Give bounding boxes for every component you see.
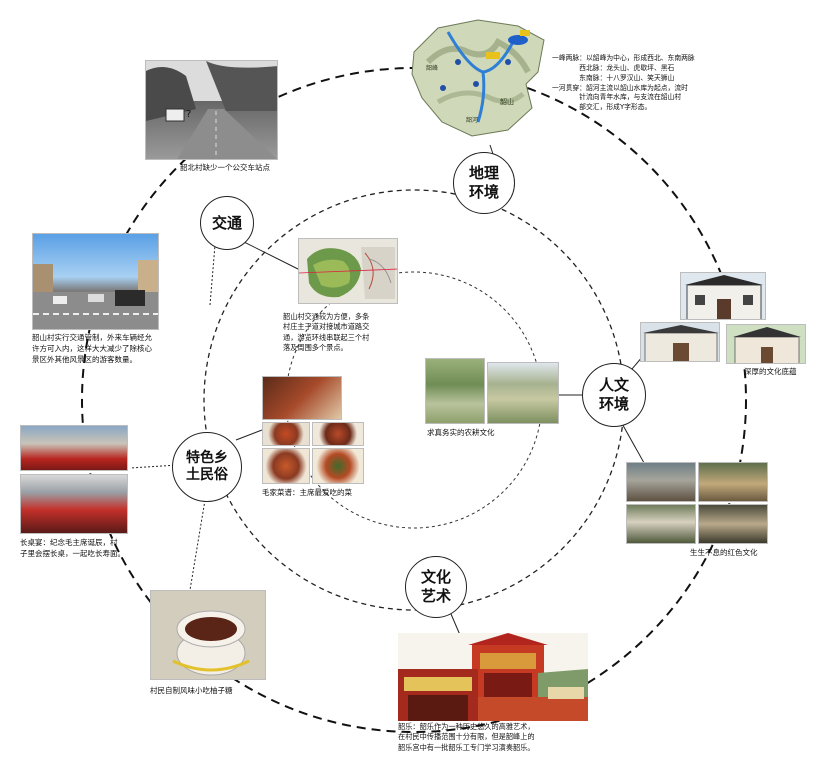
farming-photo-2 — [487, 362, 559, 424]
music-palace-photo — [398, 633, 588, 721]
red-culture-photo-2 — [698, 462, 768, 502]
heritage-photo-1 — [680, 272, 766, 320]
cuisine-photo-4 — [262, 448, 310, 484]
map-label-a: 韶山 — [500, 97, 514, 106]
terrain-map-image: 韶山 韶河 韶峰 — [408, 12, 548, 138]
node-culture: 文化 艺术 — [405, 556, 467, 618]
heritage-photo-3 — [726, 324, 806, 364]
node-folk: 特色乡 土民俗 — [172, 432, 242, 502]
long-table-caption: 长桌宴：纪念毛主席诞辰，村 子里会摆长桌，一起吃长寿面。 — [20, 538, 125, 558]
red-culture-photo-1 — [626, 462, 696, 502]
red-culture-photo-3 — [626, 504, 696, 544]
cuisine-caption: 毛家菜谱：主席最爱吃的菜 — [262, 488, 352, 497]
long-table-photo-2 — [20, 474, 128, 534]
map-label-c: 韶峰 — [426, 64, 438, 72]
node-humanities: 人文 环境 — [582, 363, 646, 427]
long-table-photo-1 — [20, 425, 128, 471]
svg-text:?: ? — [186, 109, 191, 120]
music-caption: 韶乐：韶乐作为一种历史悠久的高雅艺术， 在村民中传播范围十分有限，但是韶峰上的 … — [398, 722, 535, 752]
node-geography: 地理 环境 — [453, 152, 515, 214]
bus-stop-caption: 韶北村缺少一个公交车站点 — [180, 163, 270, 172]
cuisine-photo-2 — [262, 422, 310, 446]
road-network-map — [298, 238, 398, 304]
cuisine-photo-3 — [312, 422, 364, 446]
cuisine-photo-5 — [312, 448, 364, 484]
cuisine-photo-1 — [262, 376, 342, 420]
map-legend-caption: 一峰两脉：以韶峰为中心，形成西北、东南两脉 西北脉：龙头山、虎歇坪、黑石 东南脉… — [552, 54, 695, 112]
heritage-caption: 深厚的文化底蕴 — [744, 367, 797, 376]
road-photo: ? — [145, 60, 278, 160]
map-label-b: 韶河 — [466, 116, 478, 124]
road-network-caption: 韶山村交通较为方便，多条 村庄主干道对接城市道路交 通，游览环线串联起三个村 落… — [283, 312, 370, 353]
street-photo — [32, 233, 159, 330]
red-culture-caption: 生生不息的红色文化 — [690, 548, 758, 557]
farming-caption: 求真务实的农耕文化 — [427, 428, 495, 437]
heritage-photo-2 — [640, 322, 720, 362]
snack-caption: 村民自制风味小吃柚子糖 — [150, 686, 233, 695]
farming-photo-1 — [425, 358, 485, 424]
pomelo-candy-photo — [150, 590, 266, 680]
red-culture-photo-4 — [698, 504, 768, 544]
traffic-control-caption: 韶山村实行交通管制，外来车辆经允 许方可入内，这样大大减少了除核心 景区外其他风… — [32, 333, 152, 364]
node-transport: 交通 — [200, 196, 254, 250]
